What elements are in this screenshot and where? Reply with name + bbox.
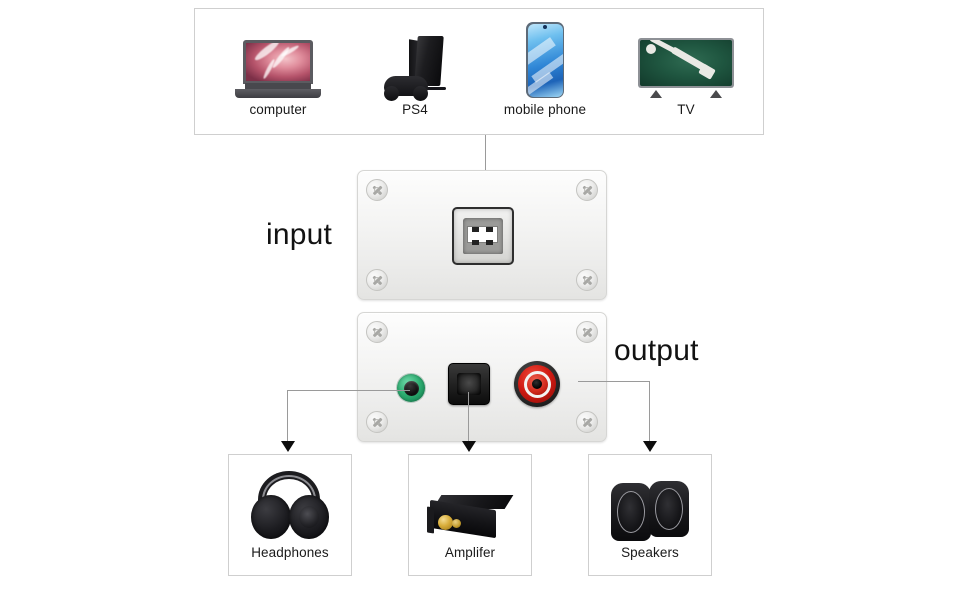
screw-icon	[576, 179, 598, 201]
source-item-computer: computer	[228, 32, 328, 117]
smartphone-icon	[526, 22, 564, 98]
headphones-icon	[249, 471, 331, 541]
destination-item-amplifier: Amplifer	[412, 474, 528, 560]
speakers-icon	[611, 479, 689, 541]
destination-label-headphones: Headphones	[251, 545, 329, 560]
source-label-ps4: PS4	[402, 102, 428, 117]
optical-toslink-port-icon	[448, 363, 490, 405]
connector-rca-to-speakers-v	[649, 381, 650, 443]
source-label-mobile-phone: mobile phone	[503, 102, 587, 117]
laptop-icon	[235, 40, 321, 98]
connector-jack-to-headphones-h	[287, 390, 410, 391]
connector-optical-to-amplifier	[468, 392, 469, 443]
arrow-to-amplifier	[462, 441, 476, 452]
source-label-computer: computer	[249, 102, 307, 117]
television-icon	[638, 38, 734, 98]
input-label: input	[266, 218, 333, 251]
screw-icon	[366, 321, 388, 343]
usb-b-port-icon	[452, 207, 514, 265]
screw-icon	[366, 179, 388, 201]
audio-jack-35mm-icon	[397, 374, 425, 402]
arrow-to-headphones	[281, 441, 295, 452]
destination-label-speakers: Speakers	[621, 545, 679, 560]
input-panel	[357, 170, 607, 300]
arrow-to-speakers	[643, 441, 657, 452]
destination-item-speakers: Speakers	[592, 470, 708, 560]
output-panel	[357, 312, 607, 442]
source-item-tv: TV	[636, 32, 736, 117]
source-item-ps4: PS4	[375, 32, 455, 117]
screw-icon	[576, 411, 598, 433]
screw-icon	[576, 269, 598, 291]
screw-icon	[366, 411, 388, 433]
connector-jack-to-headphones-v	[287, 390, 288, 443]
amplifier-icon	[427, 489, 514, 541]
connector-rca-to-speakers-h	[578, 381, 650, 382]
screw-icon	[366, 269, 388, 291]
screw-icon	[576, 321, 598, 343]
connector-sources-to-input	[485, 135, 486, 198]
source-label-tv: TV	[677, 102, 695, 117]
game-console-icon	[382, 36, 448, 101]
destination-label-amplifier: Amplifer	[444, 545, 496, 560]
rca-jack-icon	[514, 361, 560, 407]
output-label: output	[614, 334, 699, 367]
destination-item-headphones: Headphones	[232, 468, 348, 560]
source-item-mobile-phone: mobile phone	[500, 22, 590, 117]
